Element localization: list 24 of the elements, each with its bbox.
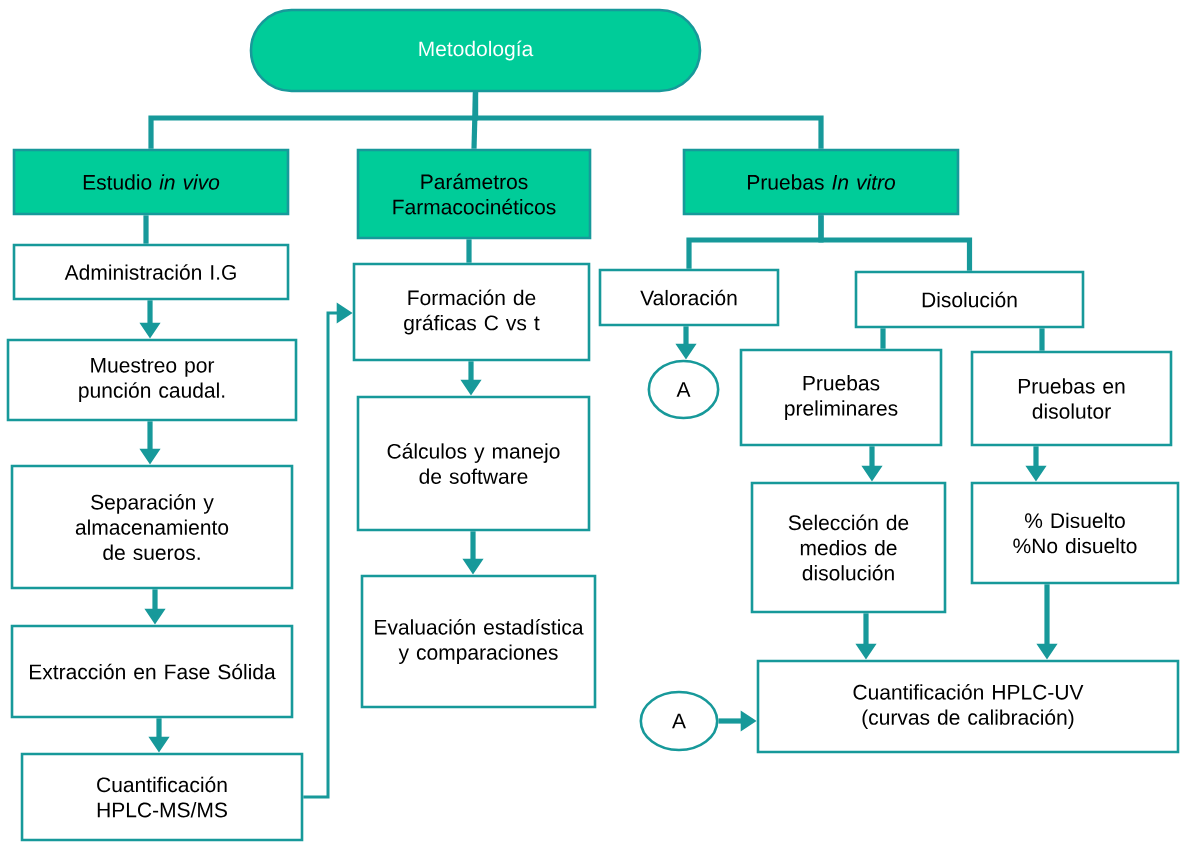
connector-line — [1039, 328, 1045, 351]
process-box: Selección de medios de disolución — [750, 481, 947, 614]
connector-line — [466, 239, 472, 263]
process-box: Evaluación estadística y comparaciones — [360, 574, 597, 709]
process-box: Pruebas en disolutor — [970, 350, 1173, 447]
process-box: Muestreo por punción caudal. — [6, 338, 298, 422]
connector-line — [143, 215, 149, 244]
header-box: Pruebas In vitro — [682, 148, 960, 216]
process-box: Pruebas preliminares — [739, 348, 943, 447]
header-box: Parámetros Farmacocinéticos — [356, 148, 592, 240]
process-box: Valoración — [598, 268, 780, 327]
process-box: Administración I.G — [12, 243, 290, 301]
connector-line — [472, 92, 824, 149]
process-box: Extracción en Fase Sólida — [10, 624, 294, 719]
process-box: Formación de gráficas C vs t — [352, 262, 591, 362]
process-box: Disolución — [854, 270, 1085, 329]
process-box: Cálculos y manejo de software — [356, 395, 591, 532]
process-box: Separación y almacenamiento de sueros. — [10, 464, 294, 590]
process-box: % Disuelto %No disuelto — [970, 481, 1180, 585]
process-box: Cuantificación HPLC-MS/MS — [20, 752, 304, 842]
connector-line — [818, 215, 973, 271]
connector-line — [880, 328, 886, 349]
process-box: Cuantificación HPLC-UV (curvas de calibración) — [756, 659, 1180, 754]
header-box: Estudio in vivo — [12, 148, 290, 216]
